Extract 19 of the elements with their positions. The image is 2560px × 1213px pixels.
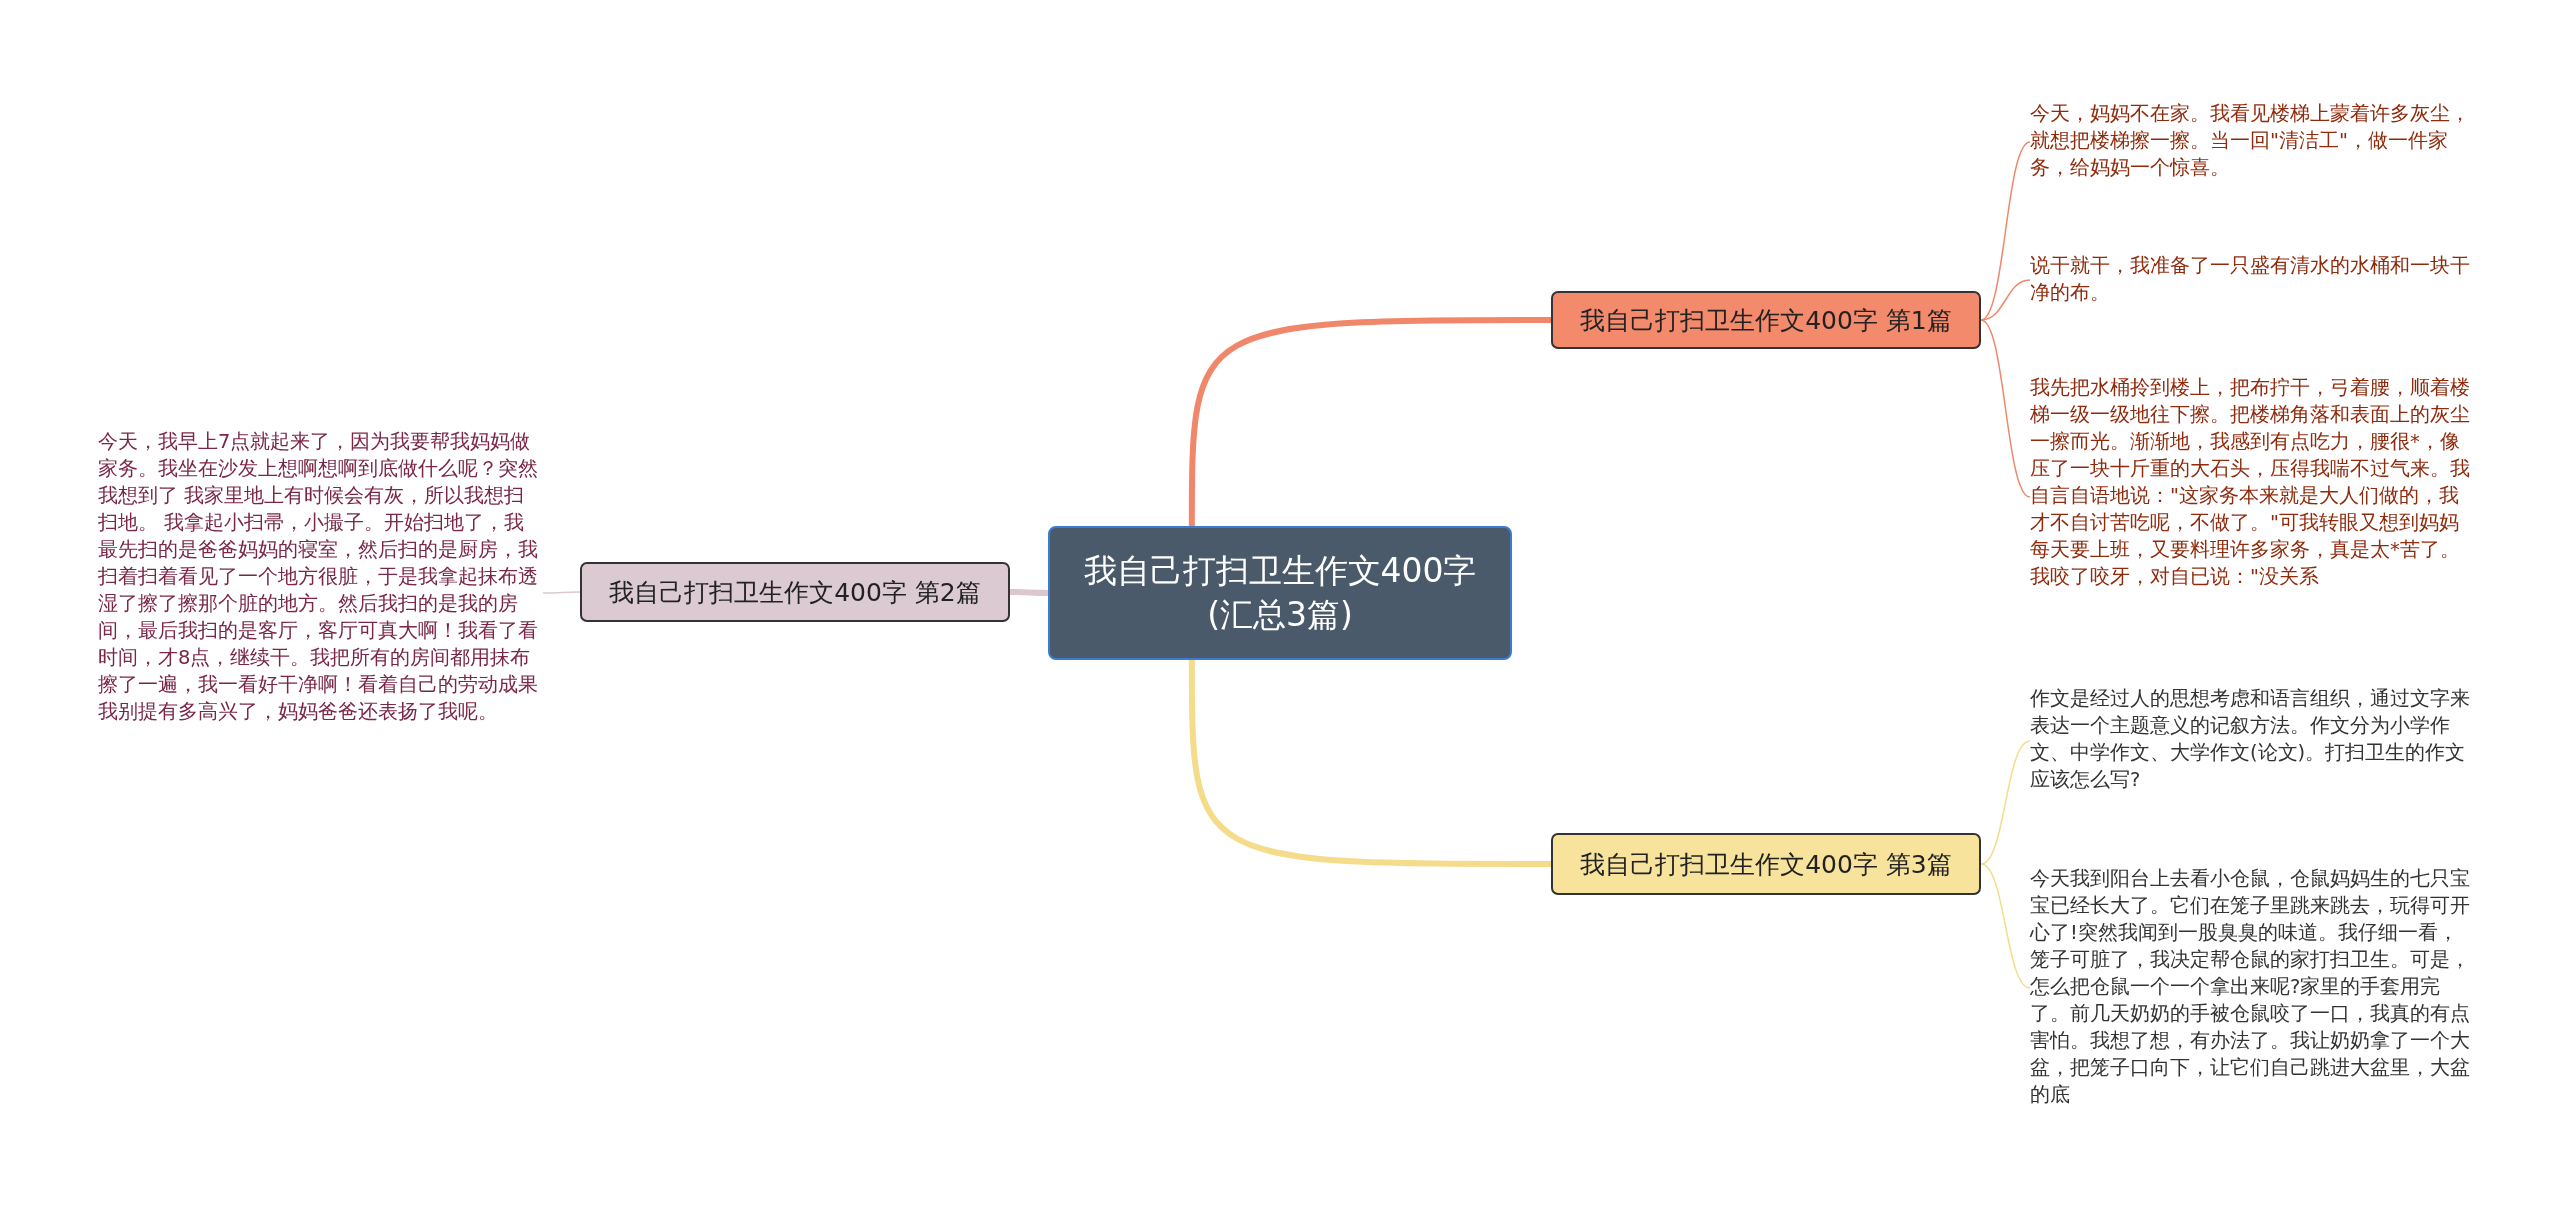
connector-line bbox=[1980, 141, 2031, 321]
connector-line bbox=[1188, 317, 1551, 526]
note-text: 作文是经过人的思想考虑和语言组织，通过文字来表达一个主题意义的记叙方法。作文分为小学作文、中学作文、大学作文(论文)。打扫卫生的作文应该怎么写? bbox=[2030, 685, 2470, 797]
note-text: 我先把水桶拎到楼上，把布拧干，弓着腰，顺着楼梯一级一级地往下擦。把楼梯角落和表面上的灰尘一擦而光。渐渐地，我感到有点吃力，腰很*，像压了一块十斤重的大石头，压得我喘不过气来。我自言自语地说："这家务本来就是大人们做的，我才不自讨苦吃呢，不做了。"可我转眼又想到妈妈每天要上班，又要料理许多家务，真是太*苦了。我咬了咬牙，对自已说："没关系 bbox=[2030, 374, 2470, 620]
note-text: 今天我到阳台上去看小仓鼠，仓鼠妈妈生的七只宝宝已经长大了。它们在笼子里跳来跳去，玩得可开心了!突然我闻到一股臭臭的味道。我仔细一看，笼子可脏了，我决定帮仓鼠的家打扫卫生。可是，怎么把仓鼠一个一个拿出来呢?家里的手套用完了。前几天奶奶的手被仓鼠咬了一口，我真的有点害怕。我想了想，有办法了。我让奶奶拿了一个大盆，把笼子口向下，让它们自己跳进大盆里，大盆的底 bbox=[2030, 865, 2470, 1111]
note-text: 今天，我早上7点就起来了，因为我要帮我妈妈做家务。我坐在沙发上想啊想啊到底做什么呢？突然我想到了 我家里地上有时候会有灰，所以我想扫扫地。 我拿起小扫帚，小撮子。开始扫地了，我最先扫的是爸爸妈妈的寝室，然后扫的是厨房，我扫着扫着看见了一个地方很脏，于是我拿起抹布透湿了擦了擦那个脏的地方。然后我扫的是我的房间，最后我扫的是客厅，客厅可真大啊！我看了看时间，才8点，继续干。我把所有的房间都用抹布擦了一遍，我一看好干净啊！看着自己的劳动成果我别提有多高兴了，妈妈爸爸还表扬了我呢。 bbox=[98, 428, 543, 758]
topic-box: 我自己打扫卫生作文400字(汇总3篇) bbox=[1048, 526, 1512, 660]
connector-line bbox=[1980, 279, 2031, 321]
note-text: 今天，妈妈不在家。我看见楼梯上蒙着许多灰尘，就想把楼梯擦一擦。当一回"清洁工"，做一件家务，给妈妈一个惊喜。 bbox=[2030, 100, 2470, 184]
connector-line bbox=[1010, 589, 1048, 596]
connector-line bbox=[1980, 319, 2031, 498]
branch-box: 我自己打扫卫生作文400字 第3篇 bbox=[1551, 833, 1981, 895]
connector-line bbox=[1980, 863, 2031, 989]
connector-line bbox=[1188, 660, 1551, 867]
note-text: 说干就干，我准备了一只盛有清水的水桶和一块干净的布。 bbox=[2030, 252, 2470, 308]
branch-box: 我自己打扫卫生作文400字 第2篇 bbox=[580, 562, 1010, 622]
connector-line bbox=[1980, 740, 2031, 865]
branch-box: 我自己打扫卫生作文400字 第1篇 bbox=[1551, 291, 1981, 349]
connector-line bbox=[542, 591, 581, 594]
